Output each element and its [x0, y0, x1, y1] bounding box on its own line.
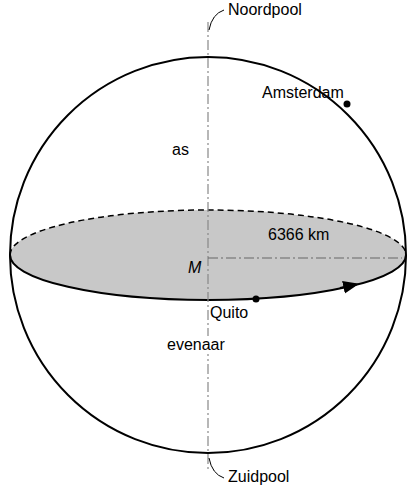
- rotation-arrow: [340, 285, 356, 289]
- pole-label: Zuidpool: [228, 468, 289, 486]
- pole-label: Noordpool: [228, 1, 302, 19]
- axis-label: as: [172, 141, 189, 159]
- radius-line: [208, 257, 402, 258]
- dimension-label: 6366 km: [268, 226, 329, 244]
- earth-axis: [207, 22, 208, 470]
- leader-line: [209, 10, 224, 30]
- city-dot: [253, 296, 260, 303]
- center-label: M: [188, 259, 201, 277]
- leader-line: [209, 458, 224, 478]
- equator-label: evenaar: [165, 336, 227, 354]
- city-label: Quito: [210, 304, 248, 322]
- city-label: Amsterdam: [262, 84, 344, 102]
- city-dot: [344, 101, 351, 108]
